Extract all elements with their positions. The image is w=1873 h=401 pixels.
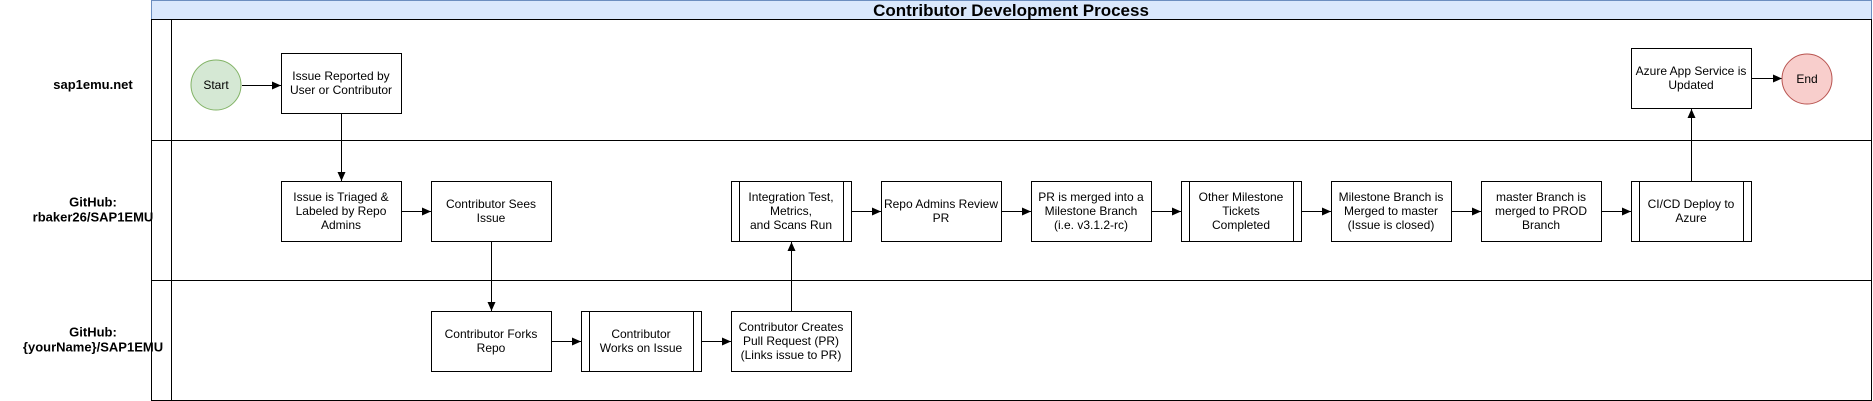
pool-frame <box>151 19 1872 401</box>
node-integration: Integration Test,Metrics,and Scans Run <box>731 181 852 242</box>
diagram-title: Contributor Development Process <box>873 1 1149 20</box>
node-start: Start <box>190 59 242 111</box>
node-end: End <box>1781 53 1833 105</box>
lane-label-2: GitHub:rbaker26/SAP1EMU <box>33 195 154 225</box>
lane-label-3: GitHub:{yourName}/SAP1EMU <box>23 325 163 355</box>
lane-label-1: sap1emu.net <box>53 77 133 92</box>
node-label: Start <box>203 78 229 92</box>
node-label: End <box>1796 72 1817 86</box>
node-label: Integration Test,Metrics,and Scans Run <box>748 190 833 232</box>
